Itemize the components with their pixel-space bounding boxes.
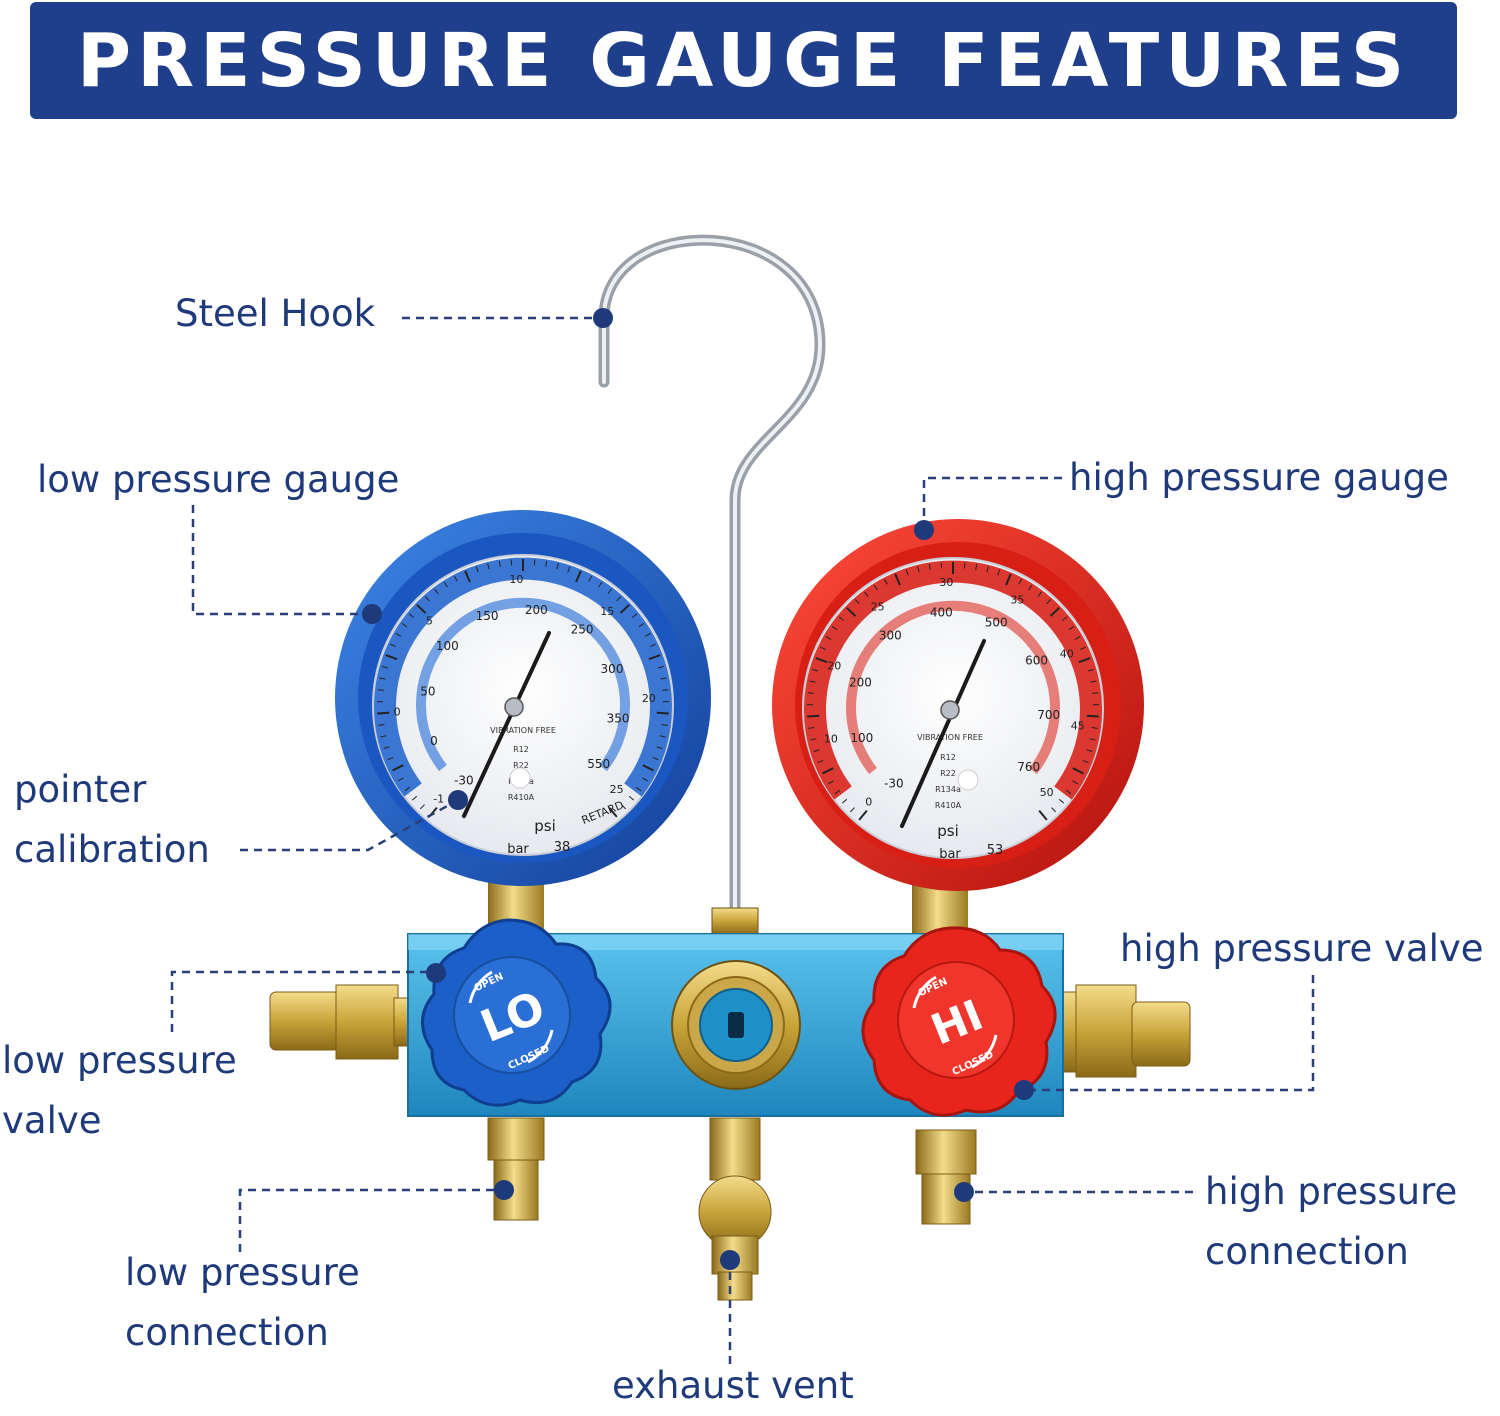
low-pressure-connection-fitting: [488, 1118, 544, 1220]
high-pressure-gauge: 0 10 20 25 30 35 40 45 50 -30 100 200 300 400 500 600 70…: [772, 519, 1144, 891]
label-low-pressure-connection-line2: connection: [125, 1303, 329, 1363]
low-bar-scale-label: 5: [426, 614, 433, 627]
refrigerant-label: R134a: [935, 785, 961, 794]
low-psi-scale-label: -30: [454, 774, 474, 788]
refrigerant-label: R12: [513, 745, 529, 754]
dot-steel-hook: [593, 308, 613, 328]
high-pressure-connection-fitting: [916, 1130, 976, 1224]
label-exhaust-vent: exhaust vent: [612, 1356, 854, 1416]
hook-nut: [712, 908, 758, 934]
high-bar-scale-label: 50: [1040, 786, 1054, 799]
low-bar-scale-label: 25: [610, 783, 624, 796]
low-bar-scale-label: 15: [600, 605, 614, 618]
label-pointer: pointer: [14, 760, 146, 820]
low-psi-scale-label: 350: [607, 711, 630, 725]
low-psi-scale-label: 100: [436, 639, 459, 653]
dot-low-valve: [426, 963, 446, 983]
high-gauge-unit-psi: psi: [937, 822, 959, 840]
low-psi-scale-label: 300: [601, 662, 624, 676]
label-high-pressure-valve: high pressure valve: [1120, 919, 1484, 979]
dial-tick: [808, 693, 814, 694]
refrigerant-label: R12: [940, 753, 956, 762]
high-bar-scale-label: 10: [824, 733, 838, 746]
dot-low-gauge: [362, 604, 382, 624]
low-gauge-note: VIBRATION FREE: [490, 726, 556, 735]
low-bar-scale-label: 0: [394, 705, 401, 718]
label-low-pressure-valve-line1: low pressure: [2, 1031, 237, 1091]
high-psi-scale-label: 760: [1017, 760, 1040, 774]
low-bar-scale-label: -1: [433, 792, 444, 805]
label-calibration: calibration: [14, 820, 210, 880]
high-bar-scale-label: 40: [1060, 647, 1074, 660]
high-gauge-note: VIBRATION FREE: [917, 733, 983, 742]
low-gauge-unit-psi: psi: [534, 817, 556, 835]
dial-tick: [378, 690, 384, 691]
high-psi-scale-label: 100: [850, 731, 873, 745]
label-steel-hook: Steel Hook: [175, 284, 375, 344]
high-psi-scale-label: 200: [849, 675, 872, 689]
refrigerant-label: R410A: [935, 801, 962, 810]
low-side-coupler: [270, 985, 420, 1059]
center-sight-port: [672, 961, 800, 1089]
low-gauge-unit-bar: bar: [507, 842, 529, 857]
high-psi-scale-label: 400: [930, 606, 953, 620]
high-psi-scale-label: 700: [1037, 708, 1060, 722]
dial-tick: [1087, 716, 1099, 717]
label-low-pressure-gauge: low pressure gauge: [37, 450, 399, 510]
high-bar-scale-label: 30: [939, 576, 953, 589]
high-psi-scale-label: -30: [884, 777, 904, 791]
low-bar-scale-label: 10: [509, 573, 523, 586]
label-high-pressure-connection-line1: high pressure: [1205, 1162, 1457, 1222]
dial-tick: [807, 716, 819, 717]
dot-high-valve: [1014, 1080, 1034, 1100]
leader-low-gauge: [193, 505, 370, 614]
low-bar-scale-label: 20: [642, 692, 656, 705]
high-bar-scale-label: 35: [1010, 593, 1024, 606]
dial-tick: [1092, 693, 1098, 694]
label-high-pressure-gauge: high pressure gauge: [1069, 448, 1449, 508]
dot-pointer-calibration: [448, 790, 468, 810]
dot-low-connection: [494, 1180, 514, 1200]
high-gauge-bar-max: 53: [987, 843, 1004, 858]
high-bar-scale-label: 25: [871, 601, 885, 614]
low-gauge-bar-max: 38: [554, 840, 571, 855]
dial-tick: [662, 690, 668, 691]
high-psi-scale-label: 300: [879, 628, 902, 642]
high-bar-scale-label: 20: [827, 660, 841, 673]
high-psi-scale-label: 600: [1025, 654, 1048, 668]
refrigerant-label: R22: [940, 769, 956, 778]
high-bar-scale-label: 0: [865, 795, 872, 808]
low-psi-scale-label: 150: [476, 609, 499, 623]
dial-tick: [377, 713, 389, 714]
exhaust-vent-fitting: [699, 1118, 771, 1300]
label-high-pressure-connection-line2: connection: [1205, 1222, 1409, 1282]
low-psi-scale-label: 200: [525, 603, 548, 617]
label-low-pressure-valve-line2: valve: [2, 1091, 102, 1151]
dot-high-gauge: [914, 520, 934, 540]
dial-tick: [657, 713, 669, 714]
low-psi-scale-label: 0: [430, 734, 438, 748]
low-psi-scale-label: 250: [571, 622, 594, 636]
high-psi-scale-label: 500: [985, 615, 1008, 629]
low-psi-scale-label: 50: [420, 685, 435, 699]
dot-exhaust-vent: [720, 1250, 740, 1270]
dot-high-connection: [954, 1182, 974, 1202]
high-bar-scale-label: 45: [1071, 720, 1085, 733]
refrigerant-label: R410A: [508, 793, 535, 802]
label-low-pressure-connection-line1: low pressure: [125, 1243, 360, 1303]
high-gauge-unit-bar: bar: [939, 847, 961, 862]
high-side-coupler: [1052, 985, 1190, 1077]
low-psi-scale-label: 550: [587, 757, 610, 771]
